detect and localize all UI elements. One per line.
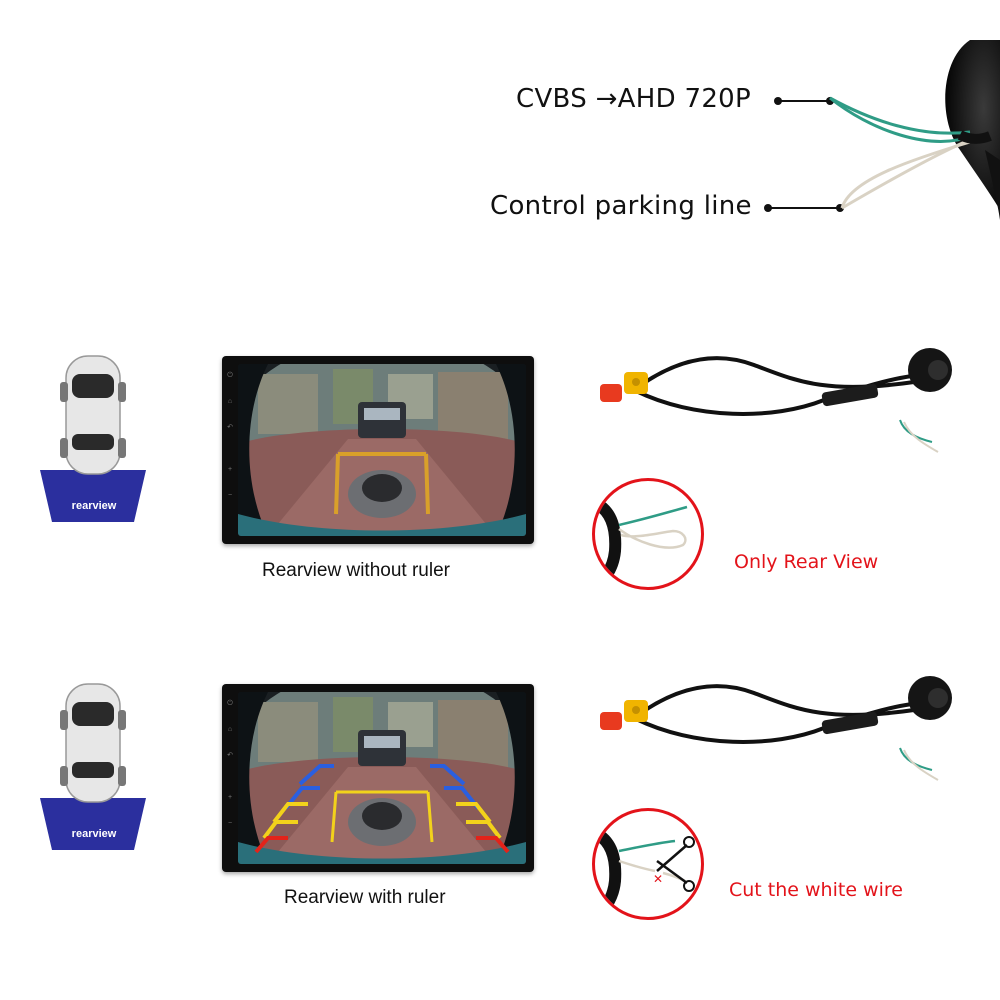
white-wire-intact-illustration: [595, 496, 688, 587]
screen-caption: Rearview without ruler: [262, 560, 450, 581]
badge-label: rearview: [71, 828, 117, 840]
head-unit-display: ⏻ ⌂ ↶ + −: [222, 684, 534, 872]
volume-down-icon[interactable]: −: [227, 820, 233, 827]
car-icon: [65, 683, 121, 803]
wire-closeup-circle: ✕: [592, 808, 704, 920]
volume-down-icon[interactable]: −: [227, 492, 233, 499]
white-wire-cut-illustration: ✕: [595, 826, 695, 917]
rearview-zone: [40, 470, 146, 522]
video-leader-dot-end: [826, 97, 834, 105]
video-wire-label: CVBS →AHD 720P: [516, 84, 752, 114]
rca-red-plug: [600, 712, 622, 730]
power-icon[interactable]: ⏻: [227, 372, 233, 379]
rca-red-plug: [600, 384, 622, 402]
head-unit-display: ⏻ ⌂ ↶ + −: [222, 356, 534, 544]
volume-up-icon[interactable]: +: [227, 794, 233, 801]
car-rearview-badge: [40, 355, 146, 522]
camera-wire-closeup: [829, 40, 1000, 220]
instruction-label: Cut the white wire: [729, 879, 903, 901]
back-icon[interactable]: ↶: [227, 752, 233, 759]
video-leader-dot: [774, 97, 782, 105]
screen-caption: Rearview with ruler: [284, 887, 446, 908]
parking-leader-dot-end: [836, 204, 844, 212]
rearview-zone: [40, 798, 146, 850]
parking-leader-dot: [764, 204, 772, 212]
badge-label: rearview: [71, 500, 117, 512]
parking-guide-lines: [254, 764, 510, 854]
instruction-label: Only Rear View: [734, 551, 879, 573]
parking-leader-line: [768, 207, 840, 209]
car-rearview-badge: [40, 683, 146, 850]
camera-feed: [238, 364, 526, 536]
parking-wire-label: Control parking line: [490, 191, 752, 221]
camera-cable-assembly: [600, 348, 952, 453]
home-icon[interactable]: ⌂: [227, 726, 233, 733]
power-icon[interactable]: ⏻: [227, 700, 233, 707]
video-leader-line: [778, 100, 830, 102]
back-icon[interactable]: ↶: [227, 424, 233, 431]
cut-mark-icon: ✕: [653, 872, 663, 886]
scissors-icon: [656, 836, 695, 892]
wire-closeup-circle: [592, 478, 704, 590]
camera-feed-with-guides: [238, 692, 526, 864]
camera-cable-assembly: [600, 676, 952, 781]
volume-up-icon[interactable]: +: [227, 466, 233, 473]
home-icon[interactable]: ⌂: [227, 398, 233, 405]
car-icon: [65, 355, 121, 475]
